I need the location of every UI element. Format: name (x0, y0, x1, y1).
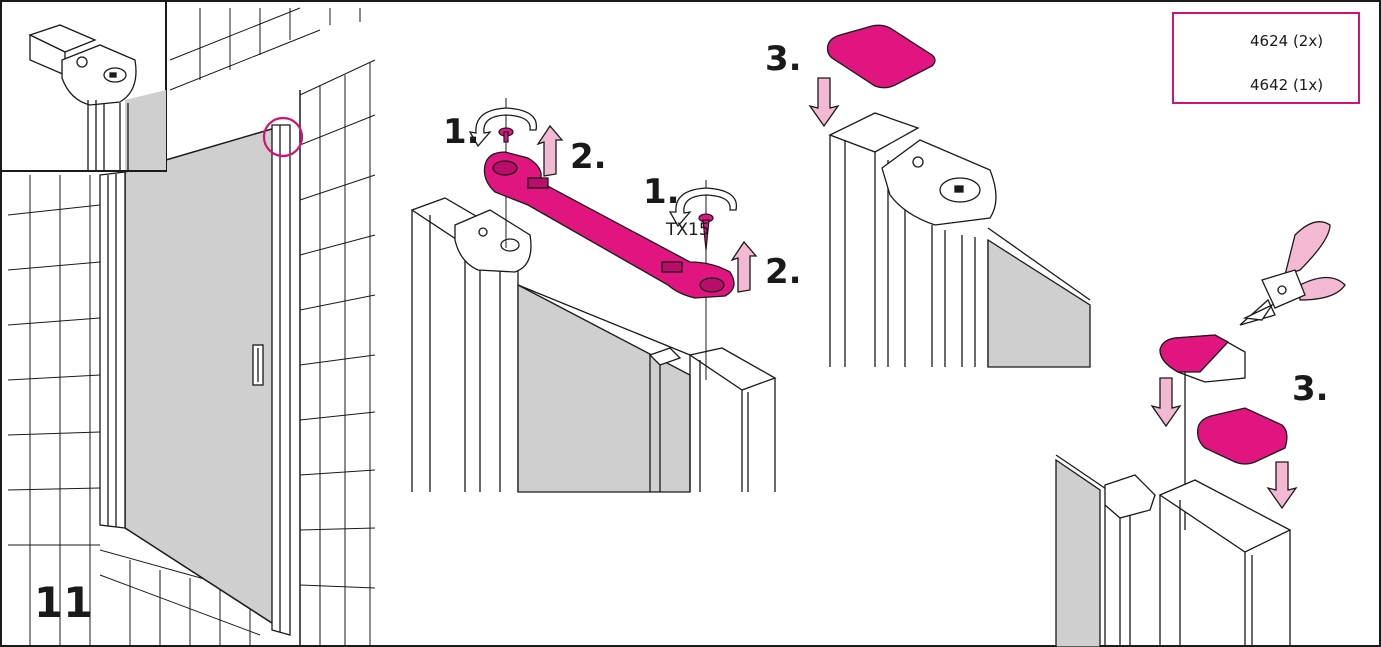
insert-arrow-bottom-right (1266, 461, 1298, 510)
lift-arrow-right (730, 240, 758, 293)
inset-detail (0, 0, 167, 172)
rotate-arrow-left (468, 107, 538, 148)
cap-cutoff (1159, 334, 1246, 530)
right-profile-top (828, 112, 997, 367)
middle-glass (517, 283, 691, 493)
insert-arrow-bottom-left (1150, 377, 1182, 428)
screw-right (698, 213, 714, 251)
hinge-bracket (483, 151, 735, 299)
door-right-profile (271, 124, 291, 636)
screw-left (498, 127, 514, 143)
middle-right-profile (648, 347, 777, 492)
step-label-3-top: 3. (765, 39, 802, 79)
wall-tiles (7, 7, 376, 647)
detail-highlight-circle (262, 116, 304, 158)
parts-legend: 4624 (2x) 4642 (1x) (1172, 12, 1360, 104)
legend-row: 4642 (1x) (1174, 64, 1358, 104)
step-label-3-bottom: 3. (1292, 369, 1329, 409)
door-handle (252, 344, 264, 386)
pliers (1239, 221, 1346, 326)
lift-arrow-left (536, 124, 564, 177)
right-glass-top (987, 238, 1091, 368)
cap-cover-bottom (1197, 407, 1288, 465)
tool-label: TX15 (666, 220, 710, 240)
legend-code: 4642 (1x) (1250, 76, 1324, 94)
rotate-arrow-right (668, 187, 738, 228)
step-label-1-left: 1. (443, 112, 480, 152)
legend-row: 4624 (2x) (1174, 20, 1358, 60)
legend-code: 4624 (2x) (1250, 32, 1324, 50)
step-number: 11 (34, 578, 93, 627)
door-left-profile (99, 171, 126, 529)
step-label-2-left: 2. (570, 137, 607, 177)
cap-cover-top (826, 24, 936, 89)
step-label-2-right: 2. (765, 252, 802, 292)
insert-arrow-top (808, 77, 840, 128)
middle-left-profile (410, 197, 532, 492)
step-label-1-right: 1. (643, 172, 680, 212)
right-profile-bottom (1055, 454, 1292, 647)
